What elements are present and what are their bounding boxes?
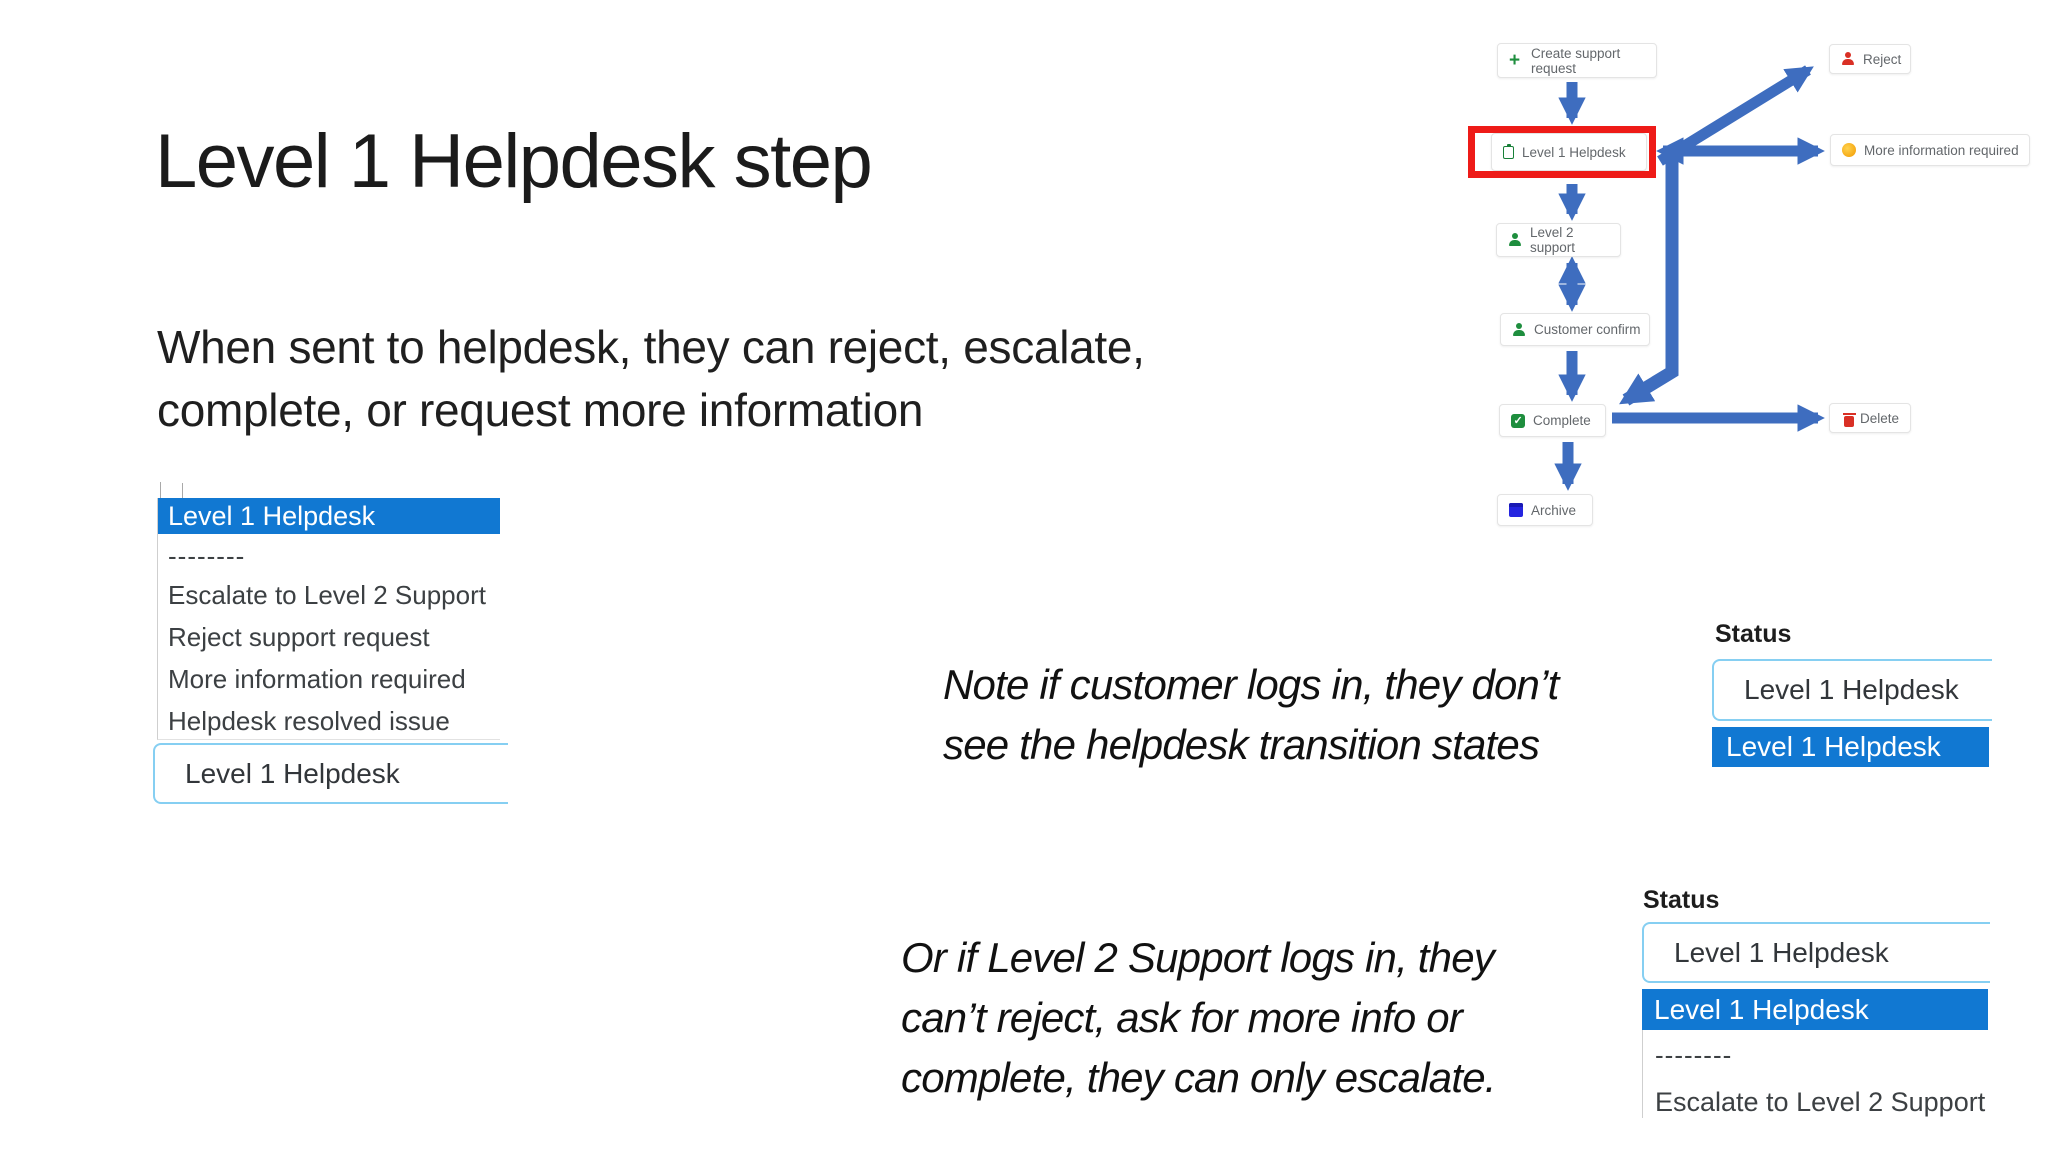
workflow-diagram: Create support request Level 1 Helpdesk …	[1460, 20, 2048, 540]
status-field-label: Status	[1715, 620, 1792, 648]
screenshot-crop-tick	[182, 483, 183, 498]
note-line: complete, they can only escalate.	[901, 1054, 1496, 1101]
page-title: Level 1 Helpdesk step	[155, 119, 873, 204]
workflow-node-delete[interactable]: Delete	[1829, 403, 1911, 433]
workflow-node-create-support-request[interactable]: Create support request	[1497, 43, 1657, 78]
menu-item-escalate[interactable]: Escalate to Level 2 Support	[1655, 1087, 1986, 1117]
clipboard-icon	[1503, 144, 1514, 159]
workflow-node-label: Reject	[1863, 51, 1902, 67]
note-line: Note if customer logs in, they don’t	[943, 661, 1559, 708]
workflow-node-archive[interactable]: Archive	[1497, 494, 1593, 526]
slide-body-text: When sent to helpdesk, they can reject, …	[157, 316, 1145, 442]
status-select-value: Level 1 Helpdesk	[1744, 674, 1959, 705]
status-select-value: Level 1 Helpdesk	[185, 757, 400, 789]
status-option-highlighted[interactable]: Level 1 Helpdesk	[1642, 989, 1988, 1030]
note-customer-login: Note if customer logs in, they don’t see…	[943, 655, 1559, 775]
menu-item-selected[interactable]: Level 1 Helpdesk	[158, 498, 500, 534]
workflow-node-level-2-support[interactable]: Level 2 support	[1496, 223, 1621, 257]
menu-item-escalate[interactable]: Escalate to Level 2 Support	[168, 580, 486, 610]
status-option-list: -------- Escalate to Level 2 Support	[1642, 1030, 1988, 1118]
status-select[interactable]: Level 1 Helpdesk	[153, 743, 508, 804]
workflow-node-label: Create support request	[1531, 45, 1621, 76]
status-dropdown-menu: Level 1 Helpdesk -------- Escalate to Le…	[157, 498, 500, 740]
person-check-icon	[1512, 322, 1526, 337]
menu-item-reject[interactable]: Reject support request	[168, 622, 430, 652]
slide-body-line: When sent to helpdesk, they can reject, …	[157, 321, 1145, 373]
checkbox-icon	[1511, 413, 1525, 428]
status-select[interactable]: Level 1 Helpdesk	[1712, 659, 1992, 721]
workflow-node-customer-confirm[interactable]: Customer confirm	[1500, 313, 1650, 346]
workflow-node-label: Level 1 Helpdesk	[1522, 144, 1626, 160]
workflow-arrows	[1554, 65, 1825, 491]
person-reject-icon	[1841, 52, 1855, 66]
workflow-node-more-information-required[interactable]: More information required	[1830, 134, 2030, 166]
plus-icon	[1509, 51, 1523, 70]
status-field-label: Status	[1643, 886, 1720, 914]
workflow-node-level-1-helpdesk[interactable]: Level 1 Helpdesk	[1491, 133, 1647, 171]
archive-box-icon	[1509, 503, 1523, 517]
menu-separator: --------	[168, 541, 246, 571]
workflow-node-reject[interactable]: Reject	[1829, 44, 1911, 74]
status-option-highlighted[interactable]: Level 1 Helpdesk	[1712, 727, 1989, 767]
status-select[interactable]: Level 1 Helpdesk	[1642, 922, 1990, 983]
note-line: see the helpdesk transition states	[943, 721, 1540, 768]
note-level2-login: Or if Level 2 Support logs in, they can’…	[901, 928, 1496, 1108]
slide-body-line: complete, or request more information	[157, 384, 924, 436]
workflow-node-label: Complete	[1533, 413, 1591, 428]
status-select-value: Level 1 Helpdesk	[1674, 936, 1889, 968]
menu-separator: --------	[1655, 1040, 1733, 1070]
note-line: can’t reject, ask for more info or	[901, 994, 1463, 1041]
workflow-node-label: Level 2 support	[1530, 225, 1576, 255]
alert-circle-icon	[1842, 143, 1856, 157]
workflow-node-label: Customer confirm	[1534, 322, 1641, 337]
workflow-node-label: Delete	[1860, 410, 1900, 426]
menu-item-resolved[interactable]: Helpdesk resolved issue	[168, 706, 450, 736]
workflow-node-label: More information required	[1864, 142, 2019, 158]
menu-item-more-info[interactable]: More information required	[168, 664, 466, 694]
screenshot-crop-tick	[160, 482, 161, 498]
workflow-node-complete[interactable]: Complete	[1499, 404, 1606, 437]
workflow-node-label: Archive	[1531, 502, 1577, 518]
person-icon	[1508, 233, 1522, 247]
red-highlight-box	[1468, 126, 1656, 178]
trash-icon	[1842, 412, 1856, 427]
note-line: Or if Level 2 Support logs in, they	[901, 934, 1495, 981]
